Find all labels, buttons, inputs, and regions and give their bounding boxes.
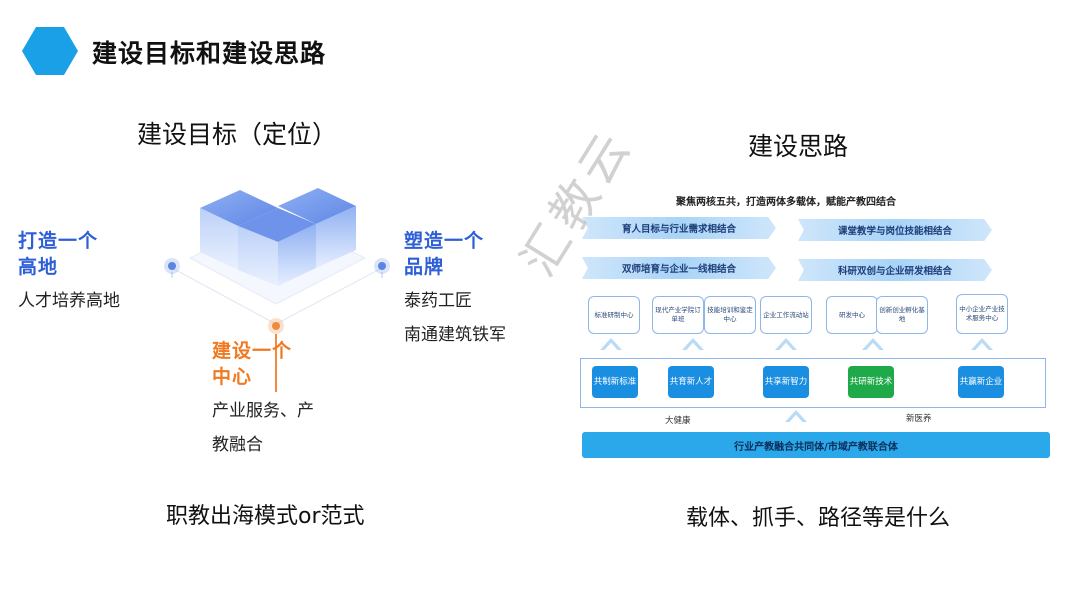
- goal3-heading-line1: 建设一个: [212, 340, 293, 362]
- goal2-desc: 泰药工匠 南通建筑铁军: [404, 284, 506, 352]
- goal2-heading-line2: 品牌: [404, 256, 445, 278]
- goal2-marker-icon: [378, 262, 386, 270]
- hexagon-icon: [22, 27, 78, 75]
- goal3-heading-line2: 中心: [212, 366, 253, 388]
- co-standard-button: 共制新标准: [592, 366, 638, 398]
- right-question: 载体、抓手、路径等是什么: [686, 506, 951, 531]
- goal3-heading: 建设一个 中心: [212, 338, 292, 390]
- goal2-desc-line2: 南通建筑铁军: [404, 325, 506, 345]
- node-workstation: 企业工作流动站: [760, 296, 812, 334]
- goal2-heading: 塑造一个 品牌: [404, 228, 484, 280]
- goal1-desc: 人才培养高地: [18, 291, 120, 311]
- node-sme-service: 中小企业产业技术服务中心: [956, 294, 1008, 334]
- label-new-care: 新医养: [906, 414, 932, 424]
- node-training-center: 技能培训和鉴定中心: [704, 296, 756, 334]
- node-rd-center: 研发中心: [826, 296, 878, 334]
- cube-illustration-icon: [171, 188, 383, 325]
- goal1-heading: 打造一个 高地: [18, 228, 98, 280]
- co-tech-button: 共研新技术: [848, 366, 894, 398]
- banner-4: 科研双创与企业研发相结合: [798, 259, 992, 281]
- goal2-desc-line1: 泰药工匠: [404, 291, 472, 311]
- chevron-up-icon: [600, 338, 622, 350]
- node-industry-college: 现代产业学院订单班: [652, 296, 704, 334]
- chevron-up-icon: [775, 338, 797, 350]
- goal3-desc: 产业服务、产 教融合: [212, 394, 314, 462]
- goal3-desc-line1: 产业服务、产: [212, 401, 314, 421]
- label-big-health: 大健康: [665, 416, 691, 426]
- goal1-heading-line2: 高地: [18, 256, 59, 278]
- goal1-heading-line1: 打造一个: [18, 230, 99, 252]
- goal1-marker-icon: [168, 262, 176, 270]
- chevron-up-icon: [785, 410, 807, 422]
- chevron-up-icon: [862, 338, 884, 350]
- community-bar: 行业产教融合共同体/市域产教联合体: [582, 432, 1050, 458]
- chevron-up-icon: [682, 338, 704, 350]
- goal2-heading-line1: 塑造一个: [404, 230, 485, 252]
- banner-3: 双师培育与企业一线相结合: [582, 257, 776, 279]
- goal-section-title: 建设目标（定位）: [137, 120, 338, 149]
- goal3-desc-line2: 教融合: [212, 435, 263, 455]
- slide-title: 建设目标和建设思路: [92, 39, 327, 68]
- chevron-up-icon: [971, 338, 993, 350]
- goal3-connector: [275, 334, 277, 392]
- goal3-marker-icon: [272, 322, 280, 330]
- banner-2: 课堂教学与岗位技能相结合: [798, 219, 992, 241]
- co-intellect-button: 共享新智力: [763, 366, 809, 398]
- idea-section-title: 建设思路: [748, 132, 849, 161]
- co-enterprise-button: 共赢新企业: [958, 366, 1004, 398]
- node-incubator: 创新创业孵化基地: [876, 296, 928, 334]
- co-talent-button: 共育新人才: [668, 366, 714, 398]
- left-question: 职教出海模式or范式: [166, 504, 365, 529]
- node-standard-center: 标准研制中心: [588, 296, 640, 334]
- banner-1: 育人目标与行业需求相结合: [582, 217, 776, 239]
- diagram-headline: 聚焦两核五共，打造两体多载体，赋能产教四结合: [676, 197, 896, 208]
